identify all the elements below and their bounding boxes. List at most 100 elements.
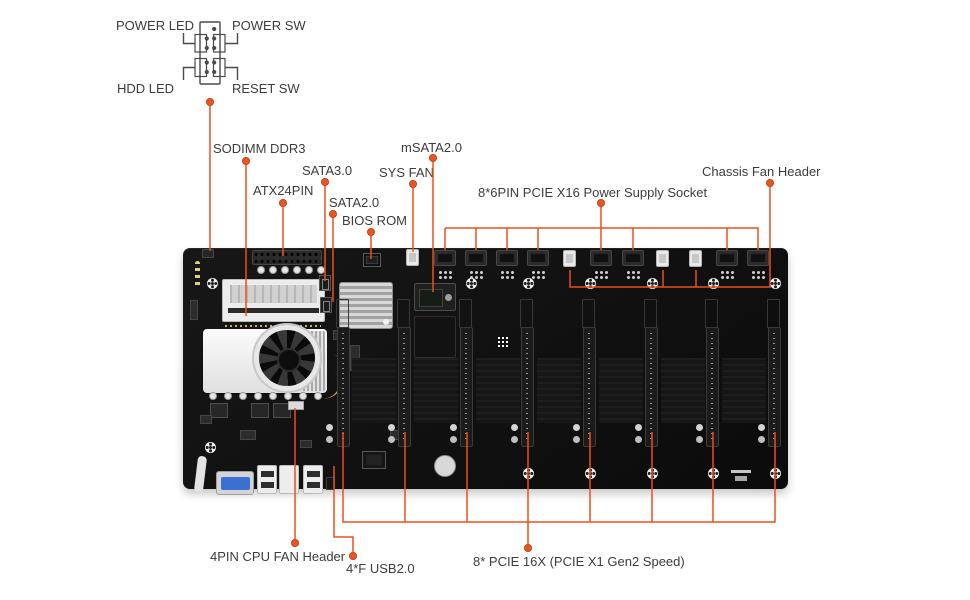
label-sata3: SATA3.0 — [302, 163, 353, 178]
slot-capacitors — [511, 424, 518, 431]
screw-hole — [770, 468, 781, 479]
slot-capacitors — [326, 424, 333, 431]
sata2-port — [320, 297, 332, 313]
label-usb: 4*F USB2.0 — [346, 561, 415, 576]
io-controller-chip — [362, 451, 386, 469]
pcb-traces — [352, 358, 396, 423]
label-sodimm: SODIMM DDR3 — [213, 141, 306, 156]
usb-port-stack — [257, 465, 277, 494]
slot-capacitors — [635, 424, 642, 431]
power-led-pin-bracket — [194, 33, 208, 53]
capacitor — [293, 266, 301, 274]
pcie-6pin-power-socket — [716, 250, 738, 274]
cpu-fan — [254, 325, 320, 391]
silkscreen-logo — [731, 469, 753, 482]
pcb-traces — [414, 358, 458, 423]
capacitor — [317, 266, 325, 274]
label-sys-fan: SYS FAN — [379, 165, 434, 180]
power-sw-pointer — [225, 33, 239, 45]
component — [190, 300, 198, 320]
pcie-6pin-power-socket — [434, 250, 456, 274]
capacitor — [239, 392, 247, 400]
capacitor — [314, 392, 322, 400]
msata-silkscreen-outline — [414, 316, 456, 358]
sodimm-slot — [222, 279, 325, 322]
label-sata2: SATA2.0 — [329, 195, 380, 210]
pcie-6pin-power-socket — [527, 250, 549, 274]
screw-hole — [466, 278, 477, 289]
screw-hole — [523, 468, 534, 479]
pcie-6pin-power-socket — [747, 250, 769, 274]
msata-module — [414, 283, 456, 311]
pcb-traces — [537, 358, 581, 423]
pcie-x16-slot — [705, 299, 719, 447]
vrm-choke — [251, 403, 269, 418]
slot-capacitors — [388, 424, 395, 431]
pcb-traces — [722, 358, 766, 423]
pcie-6pin-power-socket — [465, 250, 487, 274]
screw-hole — [585, 278, 596, 289]
pcie-x16-slot — [336, 299, 350, 447]
qr-code-sticker — [496, 335, 510, 349]
capacitor — [284, 392, 292, 400]
label-chassis-fan: Chassis Fan Header — [702, 164, 821, 179]
label-atx24pin: ATX24PIN — [253, 183, 314, 198]
slot-capacitors — [573, 424, 580, 431]
label-reset-sw: RESET SW — [232, 81, 300, 96]
cpu-fan-4pin-header — [288, 401, 304, 410]
capacitor — [224, 392, 232, 400]
edge-connector — [193, 455, 208, 493]
power-led-pointer — [182, 33, 195, 45]
component — [300, 440, 312, 448]
pcie-x16-slot — [397, 299, 411, 447]
front-panel-header — [202, 249, 214, 258]
pcb-traces — [476, 358, 520, 423]
pin-header-pins — [204, 26, 217, 75]
pcie-x16-slot — [520, 299, 534, 447]
slot-capacitors — [450, 424, 457, 431]
cmos-battery — [434, 455, 456, 477]
usb-port-stack — [279, 465, 299, 494]
slot-capacitors — [758, 424, 765, 431]
screw-hole — [647, 278, 658, 289]
pcie-6pin-power-socket — [496, 250, 518, 274]
screw-hole — [205, 442, 216, 453]
capacitor — [257, 266, 265, 274]
bios-rom-chip — [363, 253, 381, 267]
pcie-x16-slot — [459, 299, 473, 447]
screw-hole — [770, 278, 781, 289]
component — [240, 430, 256, 440]
screw-hole — [585, 468, 596, 479]
slot-capacitors — [696, 424, 703, 431]
capacitor — [254, 392, 262, 400]
label-cpu-fan: 4PIN CPU FAN Header — [210, 549, 346, 564]
capacitor — [299, 392, 307, 400]
reset-sw-pointer — [225, 66, 239, 80]
pcie-x16-slot — [644, 299, 658, 447]
pcie-x16-slot — [767, 299, 781, 447]
label-pcie-slots: 8* PCIE 16X (PCIE X1 Gen2 Speed) — [473, 554, 685, 569]
label-power-led: POWER LED — [116, 18, 195, 33]
capacitor — [209, 392, 217, 400]
pin-header-outline — [199, 21, 221, 85]
pcie-x16-slot — [582, 299, 596, 447]
vrm-choke — [273, 403, 291, 418]
label-bios-rom: BIOS ROM — [342, 213, 408, 228]
chassis-fan-header — [656, 250, 669, 267]
chassis-fan-header — [563, 250, 576, 267]
audio-jack — [326, 477, 335, 490]
sodimm-solder-pads — [225, 325, 321, 327]
capacitor — [281, 266, 289, 274]
atx-24pin-connector — [252, 250, 322, 265]
pcb-traces — [661, 358, 705, 423]
capacitor — [269, 266, 277, 274]
capacitor — [269, 392, 277, 400]
label-msata: mSATA2.0 — [401, 140, 462, 155]
label-hdd-led: HDD LED — [117, 81, 175, 96]
usb-port-stack — [303, 465, 323, 494]
label-pcie-power: 8*6PIN PCIE X16 Power Supply Socket — [478, 185, 708, 200]
debug-led-column — [195, 261, 200, 287]
leader-pcie-power-bracket — [444, 207, 759, 250]
vrm-choke — [210, 403, 228, 418]
